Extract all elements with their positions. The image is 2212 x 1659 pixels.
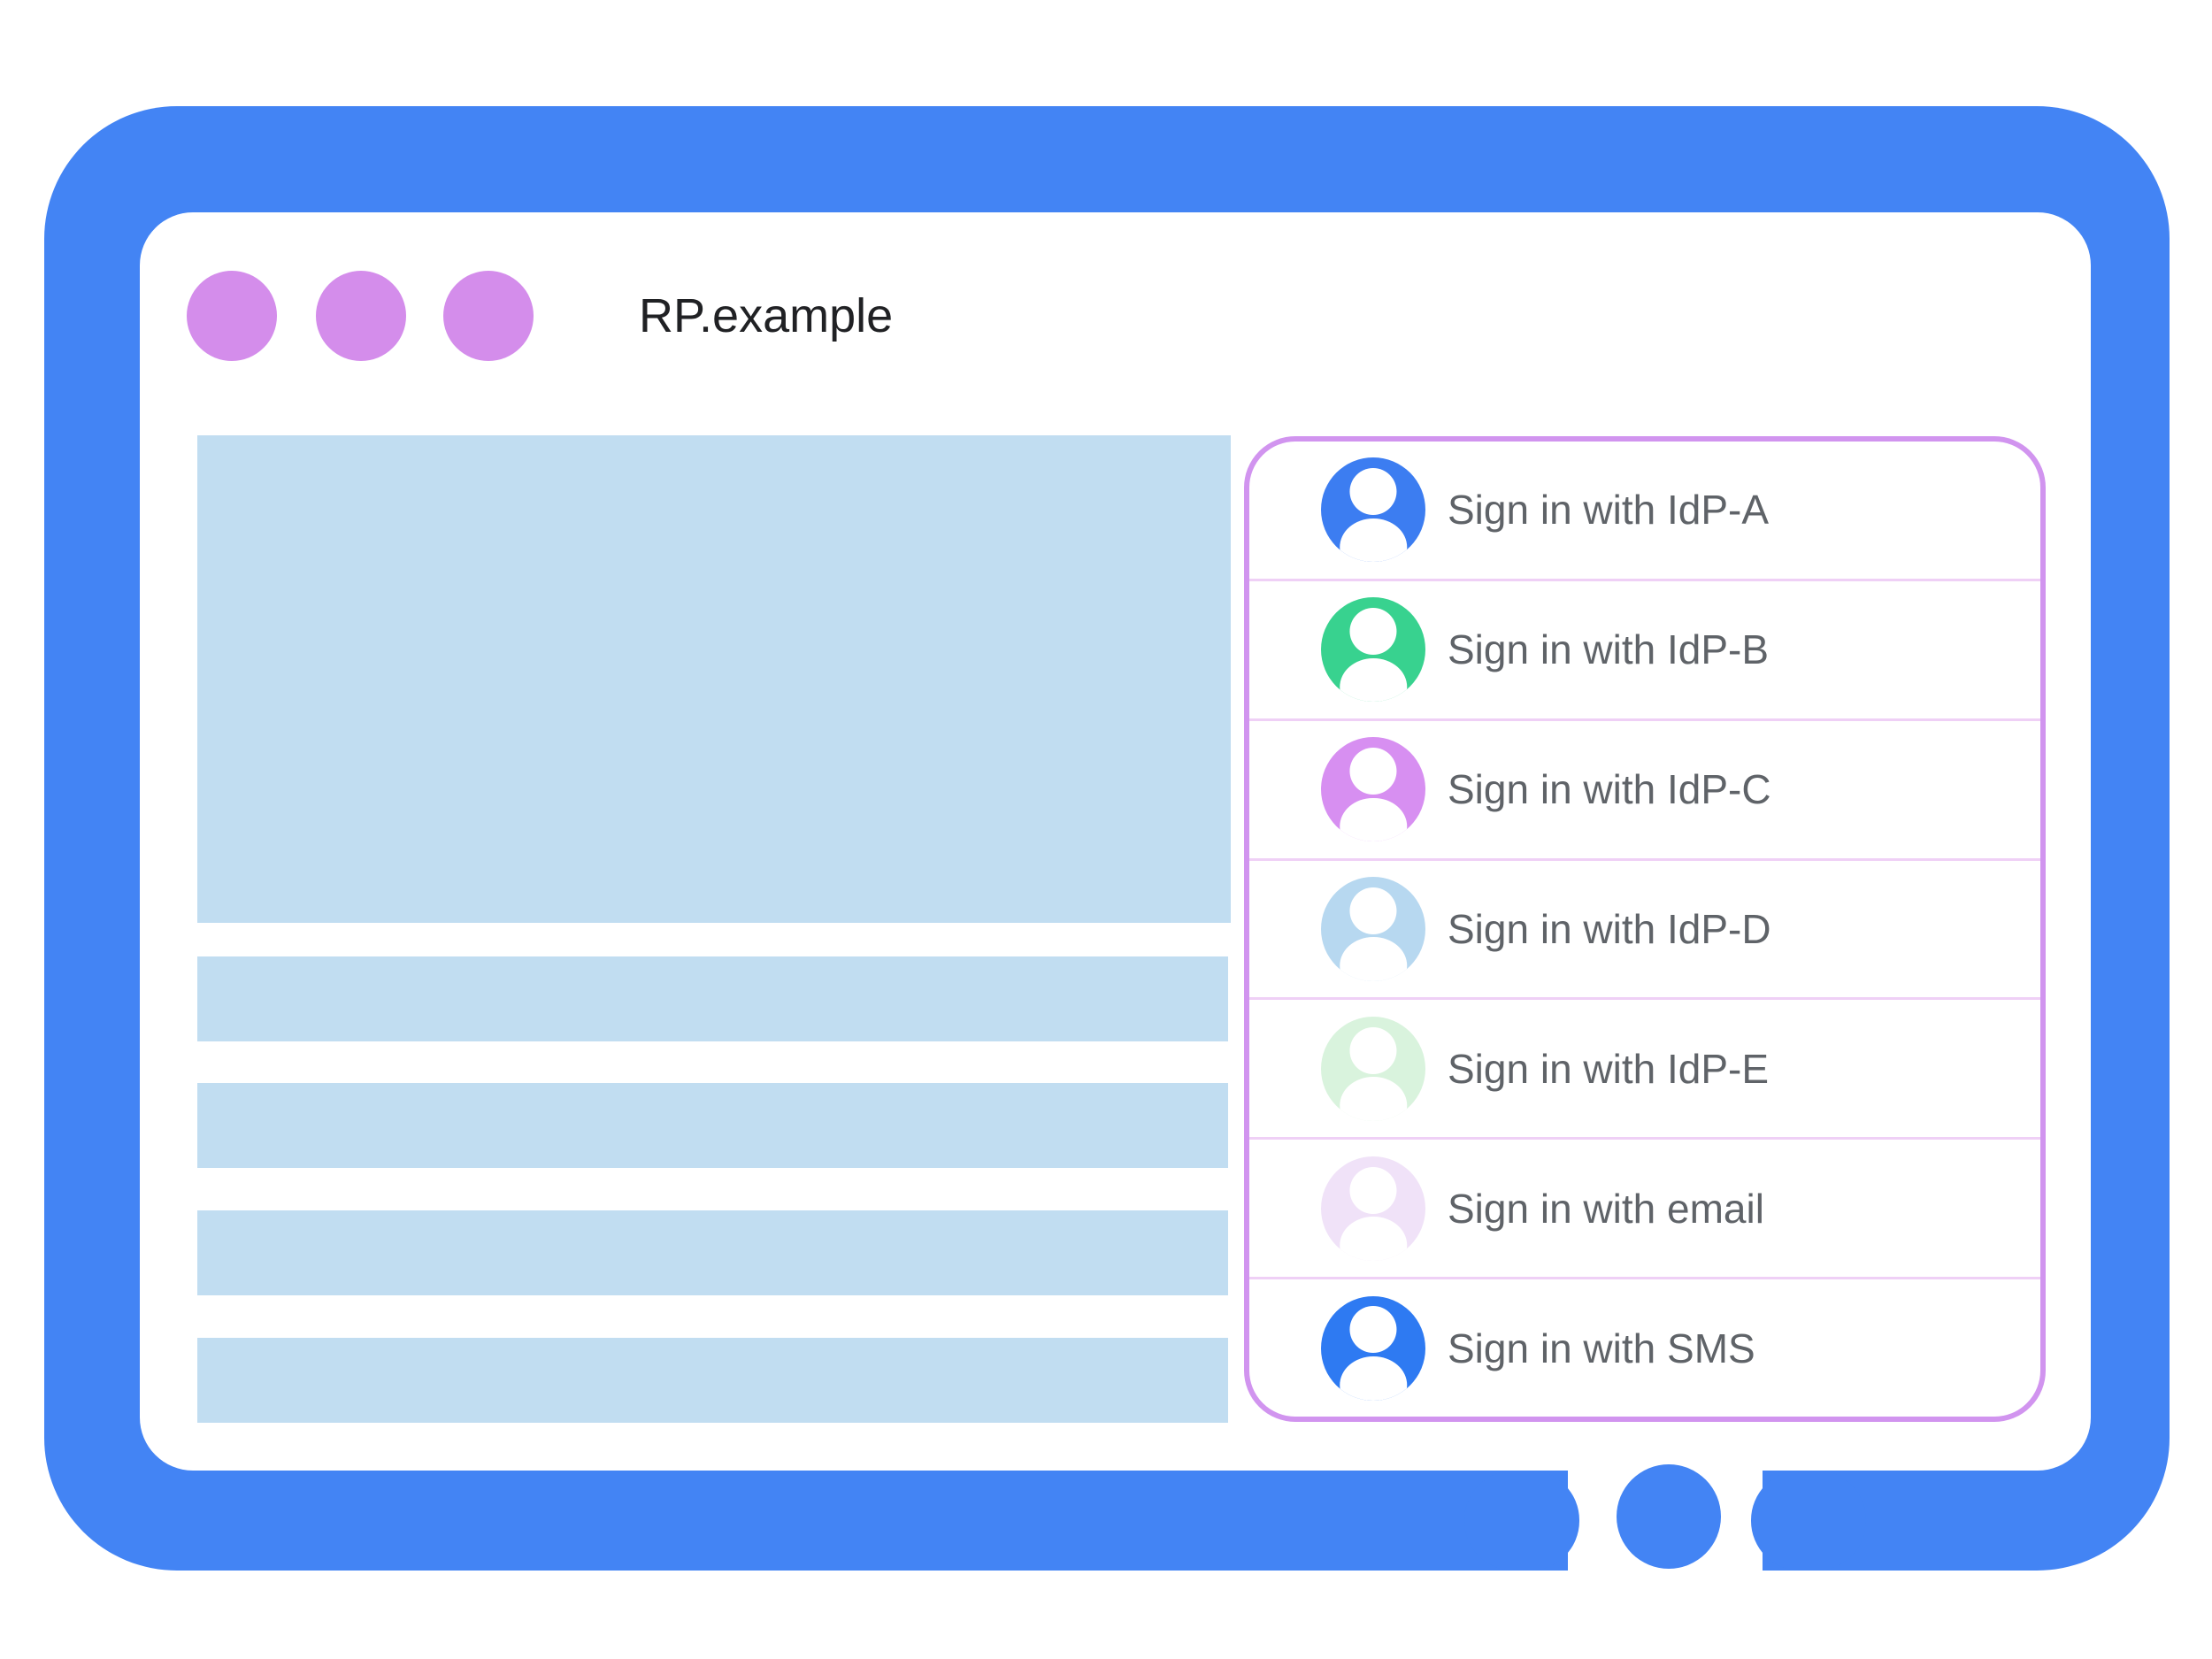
signin-option-label: Sign in with IdP-E (1448, 1045, 1770, 1092)
avatar-head (1349, 1306, 1397, 1354)
frame-bottom-left-cap (1464, 1471, 1579, 1571)
window-control-dot[interactable] (316, 271, 406, 361)
signin-option-row[interactable]: Sign in with SMS (1249, 1277, 2040, 1417)
content-line-placeholder (197, 1210, 1228, 1295)
signin-option-row[interactable]: Sign in with IdP-C (1249, 718, 2040, 858)
content-line-placeholder (197, 956, 1228, 1041)
user-avatar-icon (1321, 1295, 1425, 1401)
avatar-head (1349, 608, 1397, 656)
content-line-placeholder (197, 1083, 1228, 1168)
avatar-head (1349, 747, 1397, 795)
signin-option-label: Sign in with IdP-A (1448, 487, 1770, 534)
user-avatar-icon (1321, 597, 1425, 703)
page-title: RP.example (639, 289, 894, 342)
user-avatar-icon (1321, 877, 1425, 981)
user-avatar-icon (1321, 1016, 1425, 1121)
signin-option-label: Sign in with IdP-C (1448, 766, 1771, 813)
signin-option-label: Sign in with IdP-D (1448, 906, 1771, 952)
signin-option-label: Sign in with email (1448, 1185, 1764, 1232)
window-control-dot[interactable] (187, 271, 277, 361)
user-avatar-icon (1321, 1156, 1425, 1261)
signin-panel: Sign in with IdP-A Sign in with IdP-B Si… (1244, 436, 2046, 1422)
signin-option-row[interactable]: Sign in with IdP-B (1249, 578, 2040, 718)
frame-bottom-right-cap (1751, 1471, 1866, 1571)
avatar-head (1349, 1026, 1397, 1074)
signin-option-row[interactable]: Sign in with IdP-A (1249, 442, 2040, 579)
avatar-shoulders (1340, 797, 1407, 842)
avatar-head (1349, 1166, 1397, 1214)
signin-option-label: Sign in with IdP-B (1448, 626, 1770, 673)
signin-option-row[interactable]: Sign in with IdP-D (1249, 857, 2040, 998)
avatar-shoulders (1340, 1077, 1407, 1121)
avatar-head (1349, 468, 1397, 516)
hero-placeholder (197, 435, 1231, 923)
avatar-head (1349, 887, 1397, 934)
content-line-placeholder (197, 1338, 1228, 1423)
user-avatar-icon (1321, 737, 1425, 842)
avatar-shoulders (1340, 937, 1407, 981)
signin-option-row[interactable]: Sign in with IdP-E (1249, 997, 2040, 1137)
avatar-shoulders (1340, 1217, 1407, 1261)
avatar-shoulders (1340, 657, 1407, 703)
signin-option-row[interactable]: Sign in with email (1249, 1137, 2040, 1277)
window-control-dot[interactable] (443, 271, 534, 361)
avatar-shoulders (1340, 1356, 1407, 1401)
signin-option-label: Sign in with SMS (1448, 1325, 1755, 1371)
home-button[interactable] (1617, 1464, 1721, 1569)
user-avatar-icon (1321, 457, 1425, 563)
avatar-shoulders (1340, 518, 1407, 563)
